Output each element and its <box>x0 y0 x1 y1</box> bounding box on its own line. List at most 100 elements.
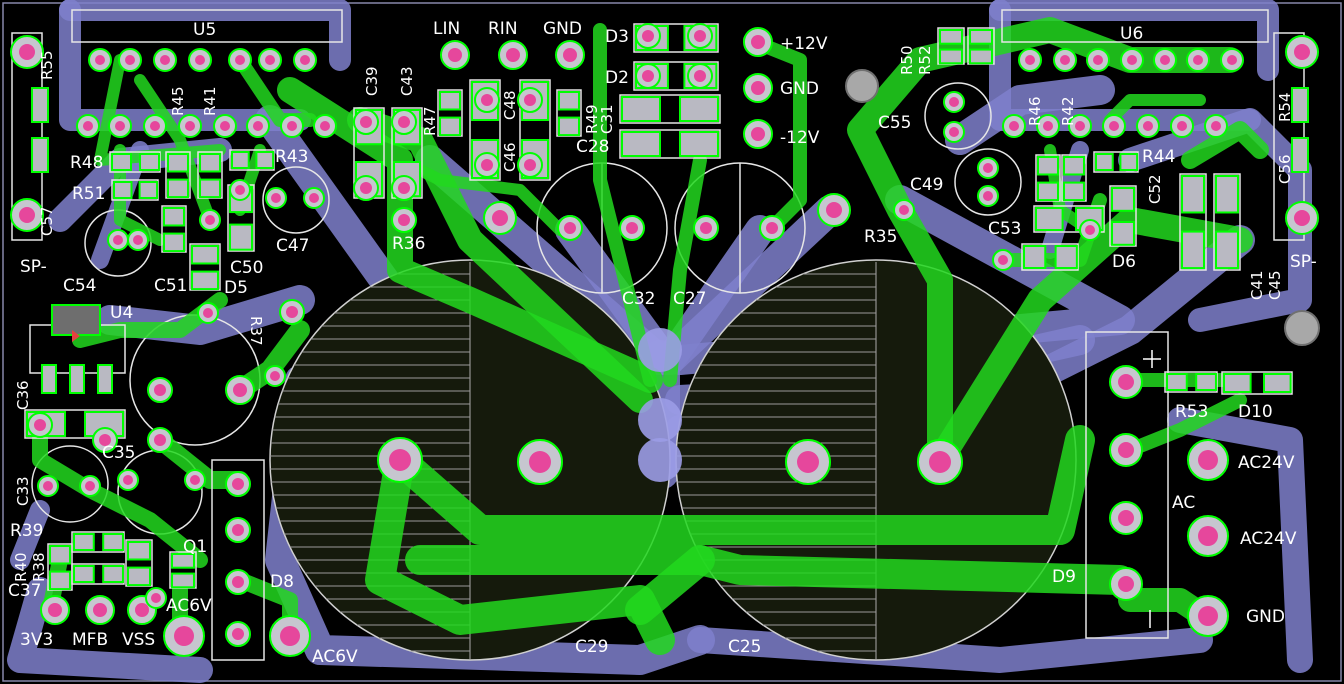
mounting-hole <box>845 69 879 103</box>
connector-d9 <box>1085 331 1169 639</box>
pad-hole <box>398 182 410 194</box>
smd-outline <box>619 129 721 159</box>
label-c56: C56 <box>1276 154 1294 184</box>
smd-outline <box>1213 173 1241 271</box>
pad-hole <box>563 48 577 62</box>
smd-pad <box>191 270 219 291</box>
pin-hole <box>1211 121 1221 131</box>
label-ac6v-2: AC6V <box>312 647 358 667</box>
smd-pad <box>1263 373 1292 393</box>
pad-hole <box>151 593 161 603</box>
smd-pad <box>127 566 151 587</box>
pad-hole <box>642 30 654 42</box>
label-r42: R42 <box>1059 96 1077 126</box>
label-d9: D9 <box>1052 567 1076 587</box>
label-c27: C27 <box>673 289 707 309</box>
pad-hole <box>1118 510 1134 526</box>
smd-pad <box>167 153 189 173</box>
smd-pad <box>1195 373 1217 391</box>
pin-hole <box>287 121 297 131</box>
pad-hole <box>233 383 247 397</box>
label-sp-minus-left: SP- <box>20 257 47 277</box>
capacitor-c49-outline <box>954 148 1022 216</box>
pad-hole <box>1118 374 1134 390</box>
pad-hole <box>481 159 493 171</box>
smd-outline <box>1164 371 1218 393</box>
capacitor-c47-outline <box>262 166 330 234</box>
label-mfb: MFB <box>72 630 108 650</box>
smd-outline <box>71 531 125 553</box>
pin-hole <box>235 55 245 65</box>
label-r53: R53 <box>1175 402 1208 422</box>
label-c41: C41 <box>1248 270 1266 300</box>
pin-hole <box>115 121 125 131</box>
pad-hole <box>232 478 244 490</box>
smd-pad <box>1119 153 1139 171</box>
pin-hole <box>1193 55 1203 65</box>
label-u6: U6 <box>1120 24 1143 44</box>
capacitor-c27 <box>674 162 806 294</box>
label-c51: C51 <box>154 276 188 296</box>
pad-hole <box>133 235 143 245</box>
pad-hole <box>700 222 712 234</box>
pad-hole <box>270 371 280 381</box>
label-ac24v-1: AC24V <box>1238 453 1295 473</box>
pad-hole <box>751 35 765 49</box>
smd-outline <box>1021 243 1079 271</box>
label-lin: LIN <box>433 19 460 39</box>
pad-hole <box>529 451 551 473</box>
pin-hole <box>1043 121 1053 131</box>
smd-pad <box>73 533 95 551</box>
bridge-d8 <box>211 459 265 661</box>
pad-hole <box>232 628 244 640</box>
smd-pad <box>229 223 253 251</box>
label-r51: R51 <box>72 184 105 204</box>
smd-pad <box>679 96 719 122</box>
pad-hole <box>154 434 166 446</box>
smd-pad <box>1035 207 1064 231</box>
label-r38: R38 <box>30 552 48 582</box>
smd-pad <box>1111 221 1135 246</box>
pad-hole <box>564 222 576 234</box>
label-sp-minus-right: SP- <box>1290 252 1317 272</box>
speaker-connector-right <box>1273 32 1319 241</box>
pad-hole <box>286 306 298 318</box>
smd-pad <box>1095 153 1114 171</box>
pad-hole <box>492 210 508 226</box>
pin-hole <box>1160 55 1170 65</box>
speaker-connector-left <box>10 32 49 241</box>
through-hole-pads <box>27 23 1229 657</box>
smd-pad <box>231 151 250 169</box>
label-c28: C28 <box>576 137 610 157</box>
pin-hole <box>253 121 263 131</box>
label-r50: R50 <box>898 45 916 75</box>
label-c49: C49 <box>910 175 944 195</box>
smd-outline <box>1109 185 1137 247</box>
smd-pad <box>1181 230 1205 270</box>
pad-hole <box>205 215 215 225</box>
smd-pad <box>1215 175 1239 214</box>
label-rin: RIN <box>488 19 518 39</box>
pad-hole <box>1085 225 1095 235</box>
smd-pad <box>102 565 124 583</box>
label-r54: R54 <box>1276 92 1294 122</box>
label-c43: C43 <box>398 66 416 96</box>
pin-hole <box>1127 55 1137 65</box>
pad-hole <box>1118 442 1134 458</box>
pad-hole <box>398 116 410 128</box>
smd-pad <box>939 48 963 65</box>
label-r49: R49 <box>583 104 601 134</box>
pin-hole <box>125 55 135 65</box>
label-c54: C54 <box>63 276 97 296</box>
label-vss: VSS <box>122 630 155 650</box>
label-d3: D3 <box>605 27 629 47</box>
capacitor-c55-outline <box>924 82 992 150</box>
label-c50: C50 <box>230 258 264 278</box>
pad-hole <box>797 451 819 473</box>
smd-pad <box>102 533 124 551</box>
label-c39: C39 <box>363 66 381 96</box>
pin-hole <box>1025 55 1035 65</box>
label-ac: AC <box>1172 493 1195 513</box>
